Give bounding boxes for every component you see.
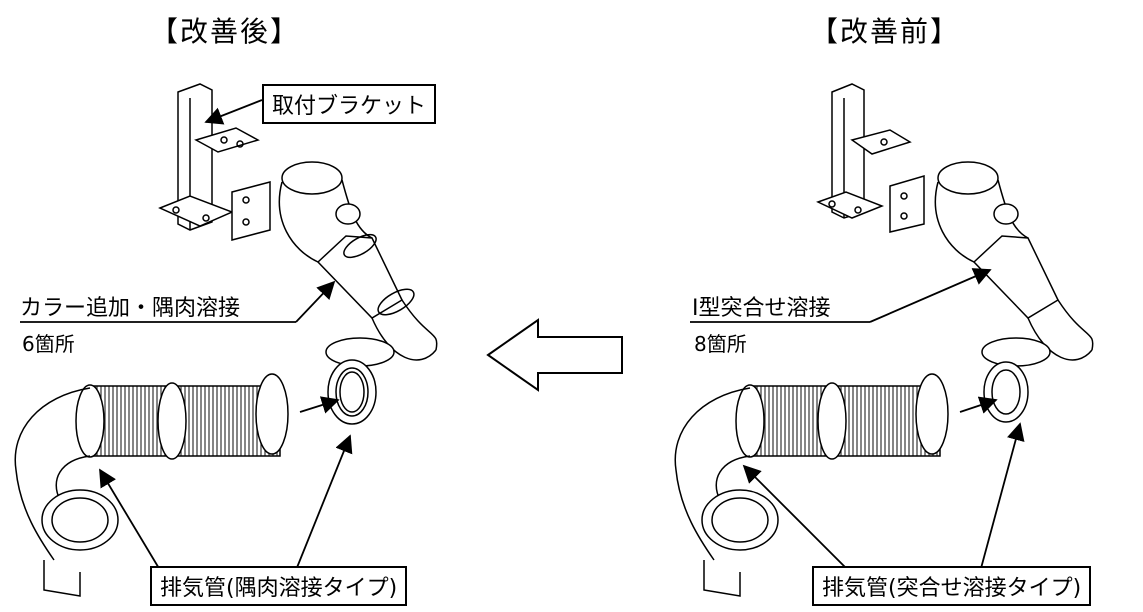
before-pipe-label: 排気管(突合せ溶接タイプ) [812,566,1092,606]
bracket-label: 取付ブラケット [262,84,437,124]
after-leader-lines [20,99,353,571]
before-assembly [674,83,1094,597]
flexible-bellows-before [735,373,949,460]
flange-ring-before [983,361,1029,423]
after-title: 【改善後】 [150,15,301,48]
flexible-bellows-after [75,373,289,460]
mounting-bracket-before [816,83,925,233]
before-weld-label: I型突合せ溶接 [692,296,831,321]
left-arrow-icon [486,318,623,392]
before-title: 【改善前】 [810,15,961,48]
before-leader-lines [690,268,1025,573]
collar-ring-after [327,359,377,425]
upper-pipe-after [278,161,438,367]
lower-elbow-after [14,387,119,597]
after-weld-label: カラー追加・隅肉溶接 [20,296,241,321]
lower-elbow-before [674,387,779,597]
upper-pipe-before [934,161,1094,367]
before-weld-count: 8箇所 [694,332,747,356]
after-assembly [14,83,438,597]
mounting-bracket-after [158,83,271,241]
after-pipe-label: 排気管(隅肉溶接タイプ) [150,566,408,606]
after-weld-count: 6箇所 [22,332,75,356]
